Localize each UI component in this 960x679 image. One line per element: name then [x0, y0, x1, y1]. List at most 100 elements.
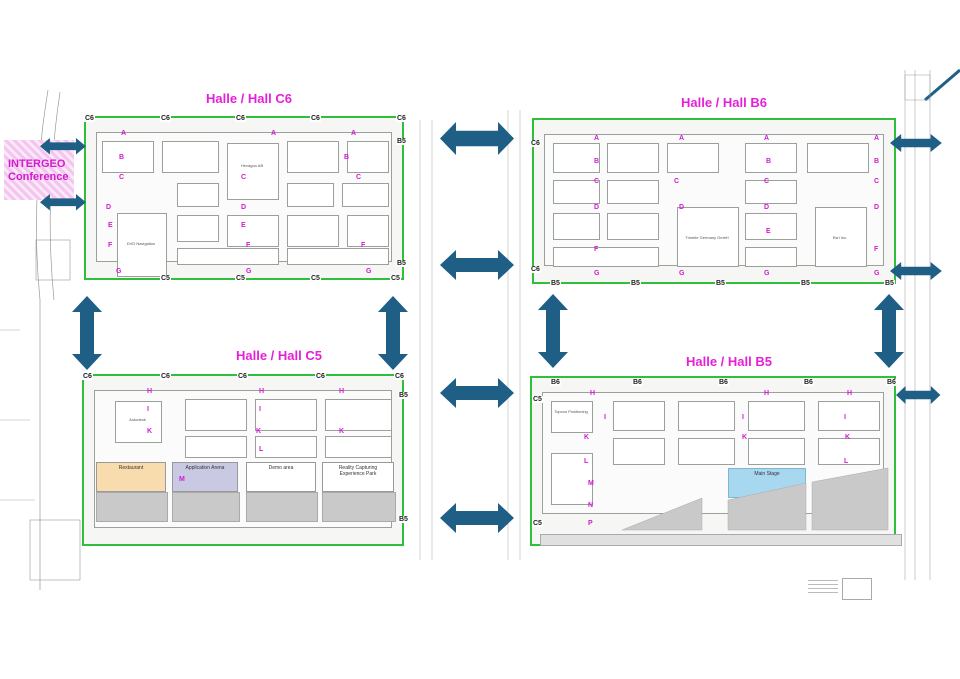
booth[interactable]	[607, 180, 659, 204]
booth[interactable]	[667, 143, 719, 173]
booth[interactable]	[745, 213, 797, 240]
booth[interactable]	[287, 183, 334, 207]
gate-label[interactable]: C5	[235, 275, 246, 282]
booth[interactable]	[815, 207, 867, 267]
booth[interactable]	[553, 213, 600, 240]
gate-label[interactable]: C5	[390, 275, 401, 282]
booth[interactable]	[553, 180, 600, 204]
booth[interactable]	[607, 143, 659, 173]
booth[interactable]	[551, 453, 593, 505]
aisle-label: F	[874, 246, 879, 253]
booth[interactable]	[553, 247, 659, 267]
gate-label[interactable]: C6	[160, 115, 171, 122]
booth[interactable]	[255, 399, 317, 431]
gate-label[interactable]: B5	[550, 280, 561, 287]
booth[interactable]	[287, 248, 389, 265]
gate-label[interactable]: B5	[800, 280, 811, 287]
gate-label[interactable]: C6	[237, 373, 248, 380]
reality-capturing-area[interactable]: Reality Capturing Experience Park	[322, 462, 394, 492]
gate-label[interactable]: B5	[884, 280, 895, 287]
gate-label[interactable]: C6	[530, 266, 541, 273]
booth[interactable]	[342, 183, 389, 207]
booth[interactable]	[255, 436, 317, 458]
booth[interactable]	[177, 183, 219, 207]
booth[interactable]	[745, 143, 797, 173]
booth[interactable]	[677, 207, 739, 267]
gate-label[interactable]: C6	[84, 115, 95, 122]
booth[interactable]	[607, 213, 659, 240]
restaurant-area[interactable]: Restaurant	[96, 462, 166, 492]
booth[interactable]	[613, 438, 665, 465]
arrow-c6-b6-top	[440, 122, 514, 155]
booth[interactable]	[117, 213, 167, 277]
gate-label[interactable]: B5	[396, 260, 407, 267]
aisle-label: K	[845, 434, 851, 441]
gate-label[interactable]: B5	[396, 138, 407, 145]
aisle-label: G	[366, 268, 372, 275]
gate-label[interactable]: B6	[550, 379, 561, 386]
booth[interactable]	[185, 436, 247, 458]
gate-label[interactable]: C5	[532, 396, 543, 403]
aisle-label: E	[108, 222, 113, 229]
booth[interactable]	[818, 438, 880, 465]
booth[interactable]	[325, 436, 392, 458]
gate-label[interactable]: B5	[398, 392, 409, 399]
gate-label[interactable]: C6	[530, 140, 541, 147]
demo-area[interactable]: Demo area	[246, 462, 316, 492]
gate-label[interactable]: C6	[235, 115, 246, 122]
booth[interactable]	[177, 215, 219, 242]
booth[interactable]	[287, 141, 339, 173]
gate-label[interactable]: B5	[398, 516, 409, 523]
gate-label[interactable]: C6	[160, 373, 171, 380]
booth[interactable]	[807, 143, 869, 173]
gate-label[interactable]: C6	[396, 115, 407, 122]
hall-b5[interactable]: Topcon Positioning Main Stage H H H I I …	[530, 376, 896, 546]
gate-label[interactable]: C6	[315, 373, 326, 380]
booth[interactable]	[177, 248, 279, 265]
gate-label[interactable]: C5	[310, 275, 321, 282]
booth[interactable]	[678, 438, 735, 465]
booth[interactable]	[227, 215, 279, 247]
application-arena[interactable]: Application Arena	[172, 462, 238, 492]
booth[interactable]	[551, 401, 593, 433]
gate-label[interactable]: B5	[630, 280, 641, 287]
aisle-label: K	[742, 434, 748, 441]
booth[interactable]	[115, 401, 162, 443]
booth[interactable]	[745, 180, 797, 204]
booth[interactable]	[748, 438, 805, 465]
gate-label[interactable]: C6	[310, 115, 321, 122]
aisle-label: N	[588, 502, 594, 509]
booth[interactable]	[102, 141, 154, 173]
hall-c5[interactable]: Autodesk Restaurant Application Arena De…	[82, 374, 404, 546]
arrow-b5-exit	[896, 386, 941, 404]
gate-label[interactable]: B6	[718, 379, 729, 386]
booth[interactable]	[553, 143, 600, 173]
gate-label[interactable]: C6	[394, 373, 405, 380]
gate-label[interactable]: C5	[532, 520, 543, 527]
gate-label[interactable]: B6	[886, 379, 897, 386]
aisle-label: C	[241, 174, 247, 181]
conference-label[interactable]: INTERGEO Conference	[8, 158, 69, 184]
booth[interactable]	[745, 247, 797, 267]
booth[interactable]	[287, 215, 339, 247]
booth[interactable]	[613, 401, 665, 431]
booth[interactable]	[325, 399, 392, 431]
gate-label[interactable]: B5	[715, 280, 726, 287]
arrow-c6-c5-right	[378, 296, 408, 370]
booth[interactable]	[162, 141, 219, 173]
hall-c6[interactable]: DVD Navigation Hexagon AB A A A B B C C …	[84, 116, 404, 280]
hall-b6[interactable]: Trimble Germany GmbH Esri Inc. A A A A B…	[532, 118, 896, 284]
gate-label[interactable]: B6	[632, 379, 643, 386]
booth[interactable]	[347, 215, 389, 247]
booth[interactable]	[227, 143, 279, 200]
gate-label[interactable]: C5	[160, 275, 171, 282]
booth[interactable]	[678, 401, 735, 431]
gate-label[interactable]: B6	[803, 379, 814, 386]
booth[interactable]	[818, 401, 880, 431]
booth[interactable]	[748, 401, 805, 431]
booth[interactable]	[185, 399, 247, 431]
hall-b5-title: Halle / Hall B5	[686, 354, 772, 369]
booth[interactable]	[347, 141, 389, 173]
aisle-label: B	[594, 158, 600, 165]
gate-label[interactable]: C6	[82, 373, 93, 380]
